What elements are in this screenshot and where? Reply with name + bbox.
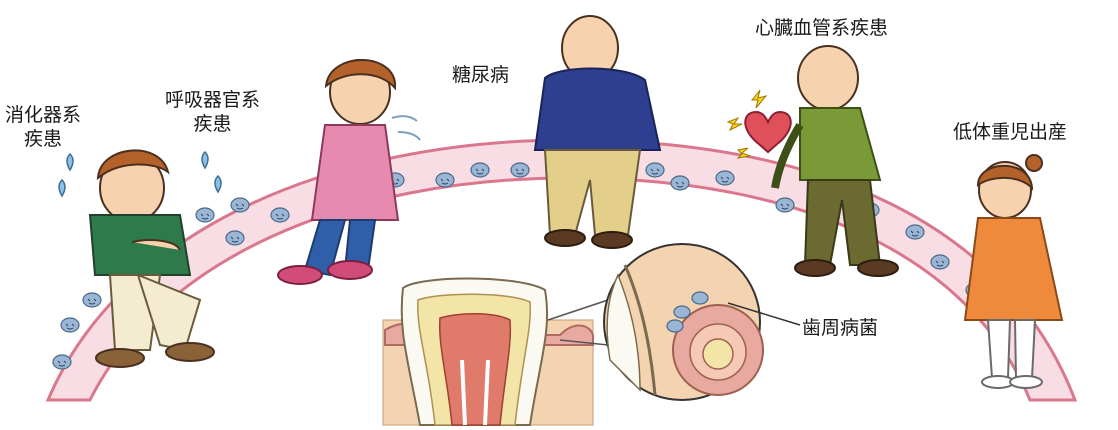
label-respiratory-line2: 疾患 [193,113,232,135]
bacteria-icon [470,162,490,178]
heart-icon [744,110,792,154]
label-digestive-line2: 疾患 [24,128,63,150]
bacteria-face [275,213,285,220]
magnifier-circle [603,243,764,401]
pregnant-patient-figure [963,154,1064,389]
bacteria-face [200,213,210,220]
bacteria-icon [670,175,690,191]
bacteria-face [65,323,75,330]
label-respiratory-line1: 呼吸器官系 [165,89,261,111]
bacteria-face [910,230,920,237]
bacteria-face [475,168,485,175]
bacteria-icon [82,292,102,308]
bacteria-icon [225,230,245,246]
bacteria-face [235,203,245,210]
bacteria-icon [195,207,215,223]
bacteria-icon [435,172,455,188]
bacteria-pointer-line [727,302,801,326]
label-digestive-line1: 消化器系 [5,104,82,126]
bacteria-face [780,203,790,210]
bacteria-icon [52,354,72,370]
bacteria-icon [905,224,925,240]
bacteria-icon [666,319,684,333]
bacteria-icon [775,197,795,213]
bacteria-face [935,260,945,267]
label-digestive: 消化器系 疾患 [5,103,81,151]
diabetes-patient-figure [533,15,662,249]
bacteria-icon [510,162,530,178]
bacteria-icon [645,162,665,178]
bacteria-face [650,168,660,175]
label-diabetes: 糖尿病 [452,64,510,86]
bacteria-face [87,298,97,305]
bacteria-icon [715,170,735,186]
bacteria-face [57,360,67,367]
label-low-birth-weight: 低体重児出産 [953,121,1068,143]
bacteria-icon [230,197,250,213]
bacteria-face [675,181,685,188]
digestive-patient-figure [88,149,215,368]
label-cardiovascular: 心臓血管系疾患 [755,17,889,39]
bacteria-icon [691,291,709,305]
bacteria-icon [270,207,290,223]
bacteria-icon [673,305,691,319]
bacteria-face [515,168,525,175]
cardiovascular-patient-figure [771,45,899,277]
label-periodontal-bacteria: 歯周病菌 [802,317,879,339]
bacteria-face [720,176,730,183]
bacteria-icon [930,254,950,270]
label-respiratory: 呼吸器官系 疾患 [165,88,260,136]
lightning-icon [726,89,768,159]
tooth-cross-section [382,277,594,426]
bacteria-icon [60,317,80,333]
respiratory-patient-figure [277,59,421,285]
sweat-drop-icon [58,150,222,198]
bacteria-face [230,236,240,243]
bacteria-face [440,178,450,185]
